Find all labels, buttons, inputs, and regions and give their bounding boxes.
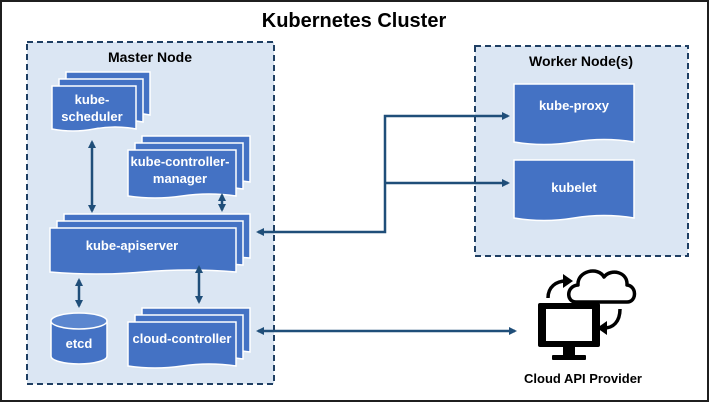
kube-controller-manager-label-line2: manager xyxy=(153,171,207,186)
master-node-label: Master Node xyxy=(108,49,192,65)
kubelet-label: kubelet xyxy=(551,180,597,195)
worker-node-label: Worker Node(s) xyxy=(529,53,633,69)
kube-scheduler-label-line2: scheduler xyxy=(61,109,122,124)
cloud-api-provider-label: Cloud API Provider xyxy=(524,371,642,386)
kube-apiserver-component: kube-apiserver xyxy=(49,213,251,275)
kube-apiserver-label: kube-apiserver xyxy=(86,238,179,253)
kubelet-component: kubelet xyxy=(513,159,635,222)
apiserver-kube-proxy-connector xyxy=(256,112,510,236)
kube-controller-manager-label-line1: kube-controller- xyxy=(131,154,230,169)
worker-node-panel xyxy=(474,45,689,257)
kube-scheduler-label-line1: kube- xyxy=(75,92,110,107)
kube-proxy-label: kube-proxy xyxy=(539,98,610,113)
cloud-controller-component: cloud-controller xyxy=(127,307,251,369)
kube-controller-manager-component: kube-controller- manager xyxy=(127,135,251,199)
kube-scheduler-component: kube- scheduler xyxy=(51,71,151,132)
cloud-controller-label: cloud-controller xyxy=(133,331,232,346)
etcd-label: etcd xyxy=(66,336,93,351)
etcd-component: etcd xyxy=(50,312,108,365)
computer-cloud-sync-icon xyxy=(538,269,637,360)
diagram-title: Kubernetes Cluster xyxy=(262,10,447,32)
kube-proxy-component: kube-proxy xyxy=(513,83,635,146)
